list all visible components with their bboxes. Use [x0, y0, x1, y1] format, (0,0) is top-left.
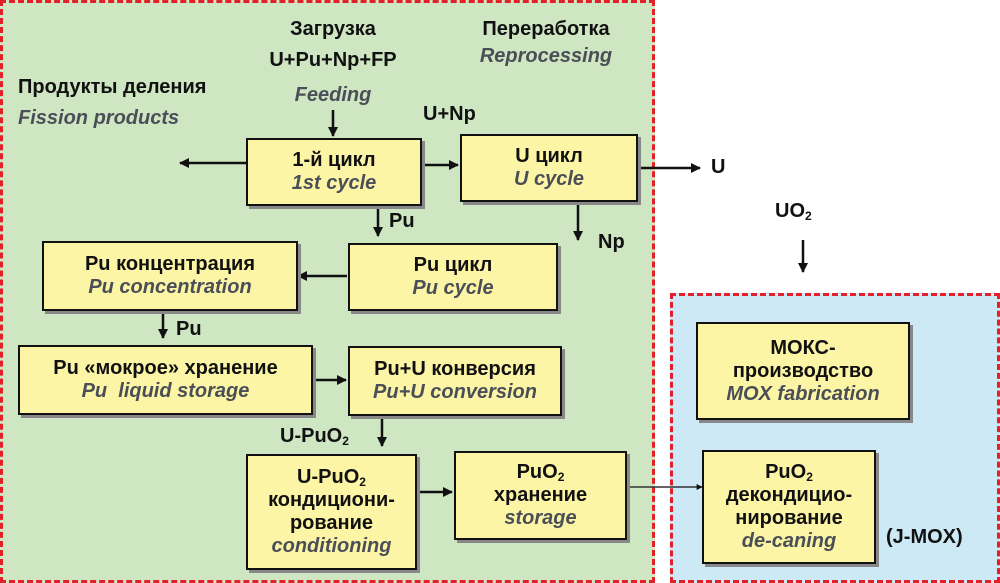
box-1st-cycle-ru: 1-й цикл: [292, 149, 376, 171]
box-mox-fabrication: МОКС- производство MOX fabrication: [696, 322, 910, 420]
box-u-cycle-ru: U цикл: [515, 145, 583, 167]
box-mox-fabrication-ru2: производство: [732, 359, 874, 382]
reprocessing-title-ru: Переработка: [482, 18, 610, 40]
box-puo2-decaning-ru2: декондицио-: [725, 484, 853, 507]
box-upuo2-conditioning: U-PuO2 кондициони- рование conditioning: [246, 454, 417, 570]
reprocessing-title-en: Reprocessing: [479, 45, 613, 67]
box-pu-concentration-en: Pu concentration: [88, 276, 252, 298]
box-puo2-storage-en: storage: [504, 507, 577, 530]
fission-label-en: Fission products: [18, 107, 180, 129]
pu-label-1: Pu: [389, 210, 415, 232]
upuo2-label: U-PuO2: [280, 425, 349, 448]
box-puo2-decaning-ru3: нирование: [735, 507, 843, 530]
box-pu-u-conversion: Pu+U конверсия Pu+U conversion: [348, 346, 562, 416]
box-pu-cycle-ru: Pu цикл: [413, 254, 493, 276]
box-upuo2-conditioning-en: conditioning: [271, 535, 392, 558]
box-puo2-storage-title: PuO2: [516, 460, 565, 484]
box-pu-concentration-ru: Pu концентрация: [84, 253, 256, 275]
box-puo2-decaning-en: de-caning: [741, 530, 837, 553]
feed-formula: U+Pu+Np+FP: [269, 49, 397, 71]
u-output-label: U: [711, 156, 726, 178]
box-pu-concentration: Pu концентрация Pu concentration: [42, 241, 298, 311]
box-pu-liquid-storage-ru: Pu «мокрое» хранение: [53, 357, 278, 379]
box-pu-cycle-en: Pu cycle: [412, 277, 494, 299]
feed-label-en: Feeding: [294, 84, 372, 106]
box-pu-u-conversion-en: Pu+U conversion: [373, 381, 537, 403]
unp-label: U+Np: [423, 103, 476, 125]
box-pu-u-conversion-ru: Pu+U конверсия: [374, 358, 536, 380]
box-mox-fabrication-ru1: МОКС-: [770, 336, 836, 359]
box-upuo2-conditioning-ru3: рование: [289, 512, 374, 535]
box-pu-liquid-storage: Pu «мокрое» хранение Pu liquid storage: [18, 345, 313, 415]
box-u-cycle-en: U cycle: [513, 168, 585, 190]
box-mox-fabrication-en: MOX fabrication: [726, 382, 880, 405]
box-u-cycle: U цикл U cycle: [460, 134, 638, 202]
box-pu-cycle: Pu цикл Pu cycle: [348, 243, 558, 311]
box-1st-cycle: 1-й цикл 1st cycle: [246, 138, 422, 206]
uo2-label: UO2: [775, 200, 812, 223]
box-pu-liquid-storage-en: Pu liquid storage: [81, 380, 250, 402]
box-puo2-storage-ru2: хранение: [493, 484, 588, 507]
box-puo2-decaning-title: PuO2: [765, 460, 813, 484]
pu-label-2: Pu: [176, 318, 202, 340]
jmox-label: (J-MOX): [886, 526, 963, 548]
box-upuo2-conditioning-title: U-PuO2: [297, 465, 366, 489]
fission-label-ru: Продукты деления: [18, 76, 207, 98]
box-puo2-storage: PuO2 хранение storage: [454, 451, 627, 540]
np-output-label: Np: [598, 231, 625, 253]
box-1st-cycle-en: 1st cycle: [291, 172, 377, 194]
box-puo2-decaning: PuO2 декондицио- нирование de-caning: [702, 450, 876, 564]
box-upuo2-conditioning-ru2: кондициони-: [268, 489, 395, 512]
feed-label-ru: Загрузка: [290, 18, 376, 40]
